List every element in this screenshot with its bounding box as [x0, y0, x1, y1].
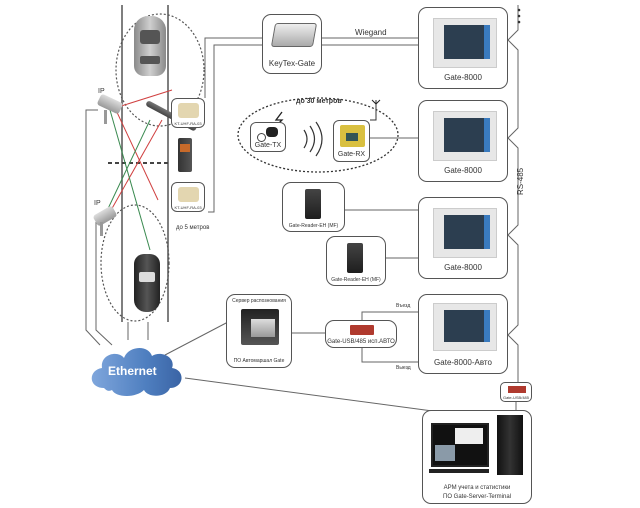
gate-8000-controller-3: Gate-8000	[418, 197, 508, 279]
receiver-board-icon	[340, 125, 365, 147]
pc-tower-icon	[497, 415, 523, 475]
server-icon	[241, 309, 279, 345]
ethernet-cloud: Ethernet	[86, 340, 186, 400]
usb-adapter-icon	[350, 325, 374, 335]
gate-8000-controller-1: Gate-8000	[418, 7, 508, 89]
camera-ray	[114, 107, 159, 201]
radio-range-label: до 30 метров	[296, 98, 342, 105]
monitor-icon	[431, 423, 489, 467]
exit-label: Выезд	[396, 365, 411, 371]
gate-8000-controller-2: Gate-8000	[418, 100, 508, 182]
keytex-device-icon	[270, 23, 318, 47]
camera-ray	[109, 109, 151, 251]
rs485-bus	[507, 39, 519, 383]
wire-uhf-keytex	[204, 37, 262, 98]
gate-rx-box: Gate-RX	[333, 120, 370, 162]
controller-board-icon	[433, 18, 497, 68]
antenna-icon	[371, 99, 381, 105]
keytex-gate-box: KeyTex-Gate	[262, 14, 322, 74]
controller-board-icon	[433, 111, 497, 161]
controller-board-icon	[433, 208, 497, 258]
camera-ray	[114, 89, 173, 109]
gate-reader-1-box: Gate-Reader-EH (MF)	[282, 182, 345, 232]
entry-label: Въезд	[396, 303, 411, 309]
uhf-reader-2: KT-UHF-RA-03	[171, 182, 205, 212]
usb-adapter-icon	[508, 386, 526, 393]
gate-reader-2-box: Gate-Reader-EH (MF)	[326, 236, 386, 286]
recognition-server-box: Сервер распознования ПО Автомаршал Gate	[226, 294, 292, 368]
cloud-icon	[91, 347, 182, 396]
wire-uhf2-keytex	[208, 44, 262, 213]
controller-board-icon	[433, 303, 497, 351]
uhf-reader-1: KT-UHF-RA-03	[171, 98, 205, 128]
wire-camera1-ethernet	[85, 109, 101, 346]
wire-camera2-ethernet	[95, 222, 113, 346]
gate-usb485-avto-box: Gate-USB/485 исп.АВТО	[325, 320, 397, 348]
workstation-box: АРМ учета и статистики ПО Gate-Server-Te…	[422, 410, 532, 504]
uhf-antenna-icon	[178, 103, 199, 118]
gate-tx-box: Gate-TX	[250, 122, 286, 152]
radio-range-zone	[237, 97, 399, 173]
radio-wave-icon	[303, 129, 308, 149]
wiegand-label: Wiegand	[355, 28, 387, 37]
gate-8000-avto-controller: Gate-8000-Авто	[418, 294, 508, 374]
camera-ray	[104, 119, 151, 216]
uhf-antenna-icon	[178, 187, 199, 202]
gate-usb485-box: Gate-USB/485	[500, 382, 532, 402]
detection-zone-bottom	[100, 204, 170, 322]
card-reader-icon	[347, 243, 363, 273]
card-reader-icon	[305, 189, 321, 219]
barrier-post	[178, 138, 192, 172]
uhf-range-label: до 5 метров	[176, 225, 210, 231]
key-fob-icon	[266, 127, 278, 137]
ethernet-label: Ethernet	[108, 364, 157, 378]
camera-ray	[109, 119, 163, 213]
car-top-icon	[134, 16, 166, 76]
car-bottom-icon	[134, 254, 160, 312]
rs485-label: RS-485	[516, 167, 525, 195]
detection-zone-top	[115, 13, 205, 127]
camera-label: IP	[94, 200, 101, 207]
keyboard-icon	[429, 469, 489, 473]
camera-label: IP	[98, 88, 105, 95]
